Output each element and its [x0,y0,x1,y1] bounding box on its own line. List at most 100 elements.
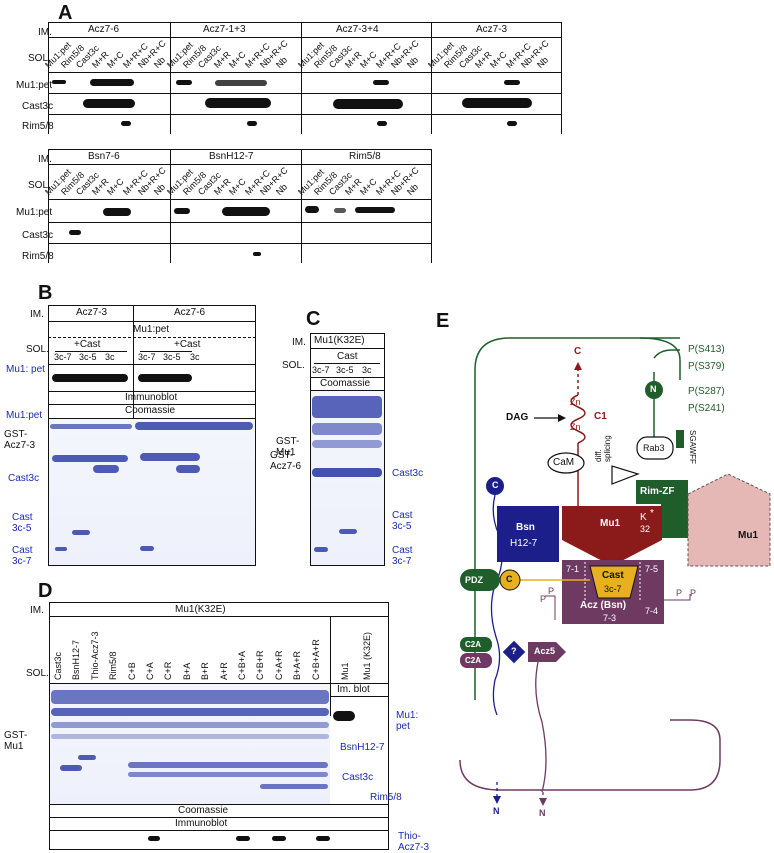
panelE-C-top: C [574,346,582,357]
band [507,121,517,126]
panelB-label-gst: GST- Acz7-3 [4,429,36,451]
panelC-gel [311,391,384,565]
band [462,98,532,108]
panelB-im-label: IM. [30,309,44,320]
panelA-row-rim58: Rim5/8 [22,121,54,132]
panelB-label-gst-right: GST- Acz7-6 [270,450,302,472]
panelE-k32: 32 [640,524,651,534]
panelE-bsn-sub: H12-7 [510,538,538,549]
band [236,836,250,841]
panelC-label-cast3c5: Cast 3c-5 [392,510,413,532]
panelE-acz-sub: 7-3 [603,613,617,623]
panelC-lane-3: 3c [362,365,372,375]
band [205,98,271,108]
panelE-phos-1: P(S413) [688,344,725,355]
band [377,121,387,126]
panelE-zn1: Zn [570,397,581,407]
panelE-acz5: Acz5 [534,646,556,656]
panelA-row-cast3c-2: Cast3c [22,230,54,241]
panelE-n-blue: N [493,806,500,816]
panelB-label-mu1pet-blot: Mu1: pet [6,364,45,375]
panelE-n-green: N [650,384,657,394]
panelE-dag: DAG [506,412,529,423]
panelB-lane-2: 3c-5 [79,352,97,362]
panelB-label-cast3c7: Cast 3c-7 [12,545,33,567]
panelD-label-cast3c: Cast3c [342,772,374,783]
panelC-im: Mu1(K32E) [314,335,365,346]
panelD-sol-label: SOL. [26,668,49,679]
panelD-label-rim: Rim5/8 [370,792,402,803]
band [52,80,66,84]
panelE-phos-2: P(S379) [688,361,725,372]
band [316,836,330,841]
panelE-acz: Acz (Bsn) [580,600,627,611]
panelD-im: Mu1(K32E) [175,604,226,615]
panelA-bgroup-2: BsnH12-7 [209,151,254,162]
panelE-zn2: Zn [570,422,581,432]
panelB-label-cast3c5: Cast 3c-5 [12,512,33,534]
panelC-label-cast3c: Cast3c [392,468,424,479]
panelE-mu1-pink: Mu1 [738,530,758,541]
panelE-cam: CaM [553,457,575,468]
panelA-top-frame [48,22,432,134]
band [247,121,257,126]
panel-b-letter: B [38,282,53,304]
panelD-coomassie: Coomassie [178,805,229,816]
band [305,206,319,213]
panelE-rimzf: Rim-ZF [640,486,675,497]
panelE-cast: Cast [602,570,624,581]
panelE-seg71: 7-1 [566,564,580,574]
panelB-sol-sub-2: +Cast [174,339,201,350]
panelE-c2a-1: C2A [465,640,482,649]
panelA-bgroup-3: Rim5/8 [349,151,381,162]
band [222,207,270,216]
panelA-group-4: Acz7-3 [476,24,508,35]
panelB-lane-3: 3c [105,352,115,362]
band [333,99,403,109]
panelC-lane-1: 3c-7 [312,365,330,375]
band [69,230,81,235]
panelE-c-blue: C [492,480,499,490]
band [90,79,134,86]
band [121,121,131,126]
panelE-bsn: Bsn [516,522,535,533]
panelD-label-mu1pet: Mu1: pet [396,710,419,732]
band [504,80,520,85]
panelC-coomassie: Coomassie [320,378,371,389]
band [176,80,192,85]
panelA-im-label-2: IM. [38,154,52,165]
panelE-diff: diff. splicing [594,435,612,462]
band [83,99,135,108]
panelC-label-cast3c7: Cast 3c-7 [392,545,413,567]
panelD-label-gst: GST- Mu1 [4,730,28,752]
panelB-lane-6: 3c [190,352,200,362]
panelE-c2a-2: C2A [465,656,482,665]
panelE-seg75: 7-5 [645,564,659,574]
band [215,80,267,86]
panelE-c1: C1 [594,411,607,422]
panelB-label-mu1pet: Mu1:pet [6,410,43,421]
panelE-c-yellow: C [506,574,513,584]
band [373,80,389,85]
band [253,252,261,256]
panel-d-letter: D [38,580,53,602]
band [174,208,190,214]
band [272,836,286,841]
panelE-p-2: P [540,594,547,604]
panelB-group-1: Acz7-3 [76,307,108,318]
band [148,836,160,841]
panelA-im-label: IM. [38,27,52,38]
panelE-pdz: PDZ [465,575,483,585]
panelB-sol-label: SOL. [26,344,49,355]
panel-e-letter: E [436,310,450,332]
band [334,208,346,213]
panelC-sol: Cast [337,351,358,362]
panelE-seg74: 7-4 [645,606,659,616]
panelE-n-purple: N [539,808,546,818]
panelE-p-4: P [690,588,697,598]
band [355,207,395,213]
panelA-row-cast3c: Cast3c [22,101,54,112]
panelB-sol-top: Mu1:pet [133,324,170,335]
panelA-bgroup-1: Bsn7-6 [88,151,120,162]
